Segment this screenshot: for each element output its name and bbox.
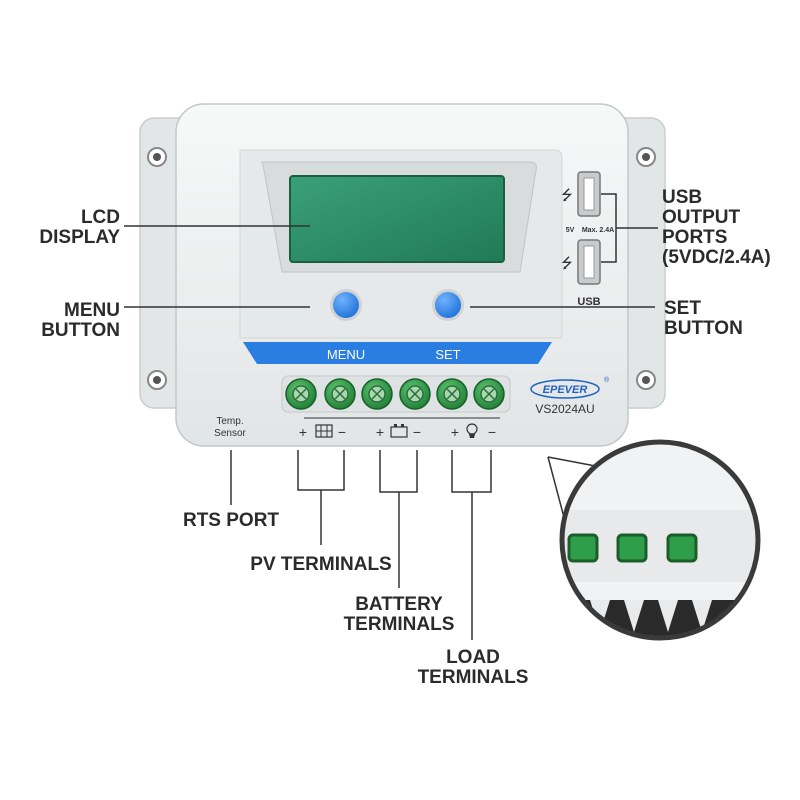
battery-callout-line-1: BATTERY (355, 594, 443, 615)
band-set-label: SET (435, 347, 460, 362)
zoom-terminal-2 (616, 533, 648, 563)
set-callout-line-2: BUTTON (664, 318, 743, 339)
pv-plus-terminal[interactable] (285, 378, 317, 410)
battery-minus-terminal[interactable] (399, 378, 431, 410)
pv-minus-terminal[interactable] (324, 378, 356, 410)
lcd-callout-line-2: DISPLAY (39, 227, 120, 248)
pv-callout-line (297, 450, 345, 545)
battery-icon (390, 424, 408, 438)
menu-callout-line-1: MENU (64, 300, 120, 321)
menu-button[interactable] (330, 289, 362, 321)
load-callout-line-2: TERMINALS (417, 667, 529, 688)
button-label-band (243, 342, 552, 364)
usb-port-bottom[interactable] (577, 239, 601, 285)
usb-symbol-bottom-icon: ⭍ (561, 255, 573, 271)
lamp-icon (466, 423, 478, 438)
load-callout-line-1: LOAD (446, 647, 500, 668)
epever-logo: EPEVER ® (530, 376, 610, 399)
usb-label: USB (577, 296, 600, 308)
callout-lines (124, 225, 655, 640)
menu-button-callout: MENU BUTTON (20, 301, 120, 341)
menu-callout-line-2: BUTTON (41, 320, 120, 341)
pv-terminals-callout: PV TERMINALS (226, 555, 416, 575)
set-button-callout: SET BUTTON (664, 299, 774, 339)
rts-callout-text: RTS PORT (182, 510, 280, 531)
usb-voltage-label: 5V (566, 227, 575, 234)
load-plus-terminal[interactable] (436, 378, 468, 410)
pv-minus-sign: − (338, 424, 346, 440)
set-callout-line-1: SET (664, 298, 701, 319)
load-minus-sign: − (488, 424, 496, 440)
battery-plus-sign: + (376, 424, 384, 440)
battery-terminals-callout: BATTERY TERMINALS (329, 595, 469, 635)
temp-sensor-label-1: Temp. (216, 416, 243, 427)
zoom-terminal-3 (666, 533, 698, 563)
usb-symbol-top-icon: ⭍ (561, 187, 573, 203)
battery-callout-line (379, 450, 418, 588)
battery-plus-terminal[interactable] (361, 378, 393, 410)
temp-sensor-label-2: Sensor (214, 428, 246, 439)
lcd-callout-line-1: LCD (80, 207, 120, 228)
zoom-terminal-1 (567, 533, 599, 563)
usb-callout-line-4: (5VDC/2.4A) (662, 247, 771, 268)
usb-callout-line-3: PORTS (662, 227, 728, 248)
lcd-display (289, 175, 505, 263)
usb-max-label: Max. 2.4A (582, 227, 614, 234)
solar-panel-icon (315, 424, 333, 438)
band-menu-label: MENU (327, 347, 365, 362)
set-button[interactable] (432, 289, 464, 321)
usb-bracket (601, 193, 658, 263)
rts-port-callout: RTS PORT (168, 511, 294, 531)
load-callout-line (451, 450, 492, 640)
zoom-inset (547, 439, 761, 641)
load-minus-terminal[interactable] (473, 378, 505, 410)
pv-plus-sign: + (299, 424, 307, 440)
model-number: VS2024AU (535, 402, 594, 416)
brand-registered-mark: ® (604, 376, 610, 384)
usb-callout-line-1: USB (662, 187, 703, 208)
load-terminals-callout: LOAD TERMINALS (403, 648, 543, 688)
lcd-display-callout: LCD DISPLAY (20, 208, 120, 248)
pv-callout-text: PV TERMINALS (250, 554, 392, 575)
load-plus-sign: + (451, 424, 459, 440)
brand-name: EPEVER (543, 384, 588, 396)
usb-ports-callout: USB OUTPUT PORTS (5VDC/2.4A) (662, 188, 796, 268)
battery-callout-line-2: TERMINALS (343, 614, 455, 635)
battery-minus-sign: − (413, 424, 421, 440)
usb-callout-line-2: OUTPUT (662, 207, 741, 228)
usb-port-top[interactable] (577, 171, 601, 217)
